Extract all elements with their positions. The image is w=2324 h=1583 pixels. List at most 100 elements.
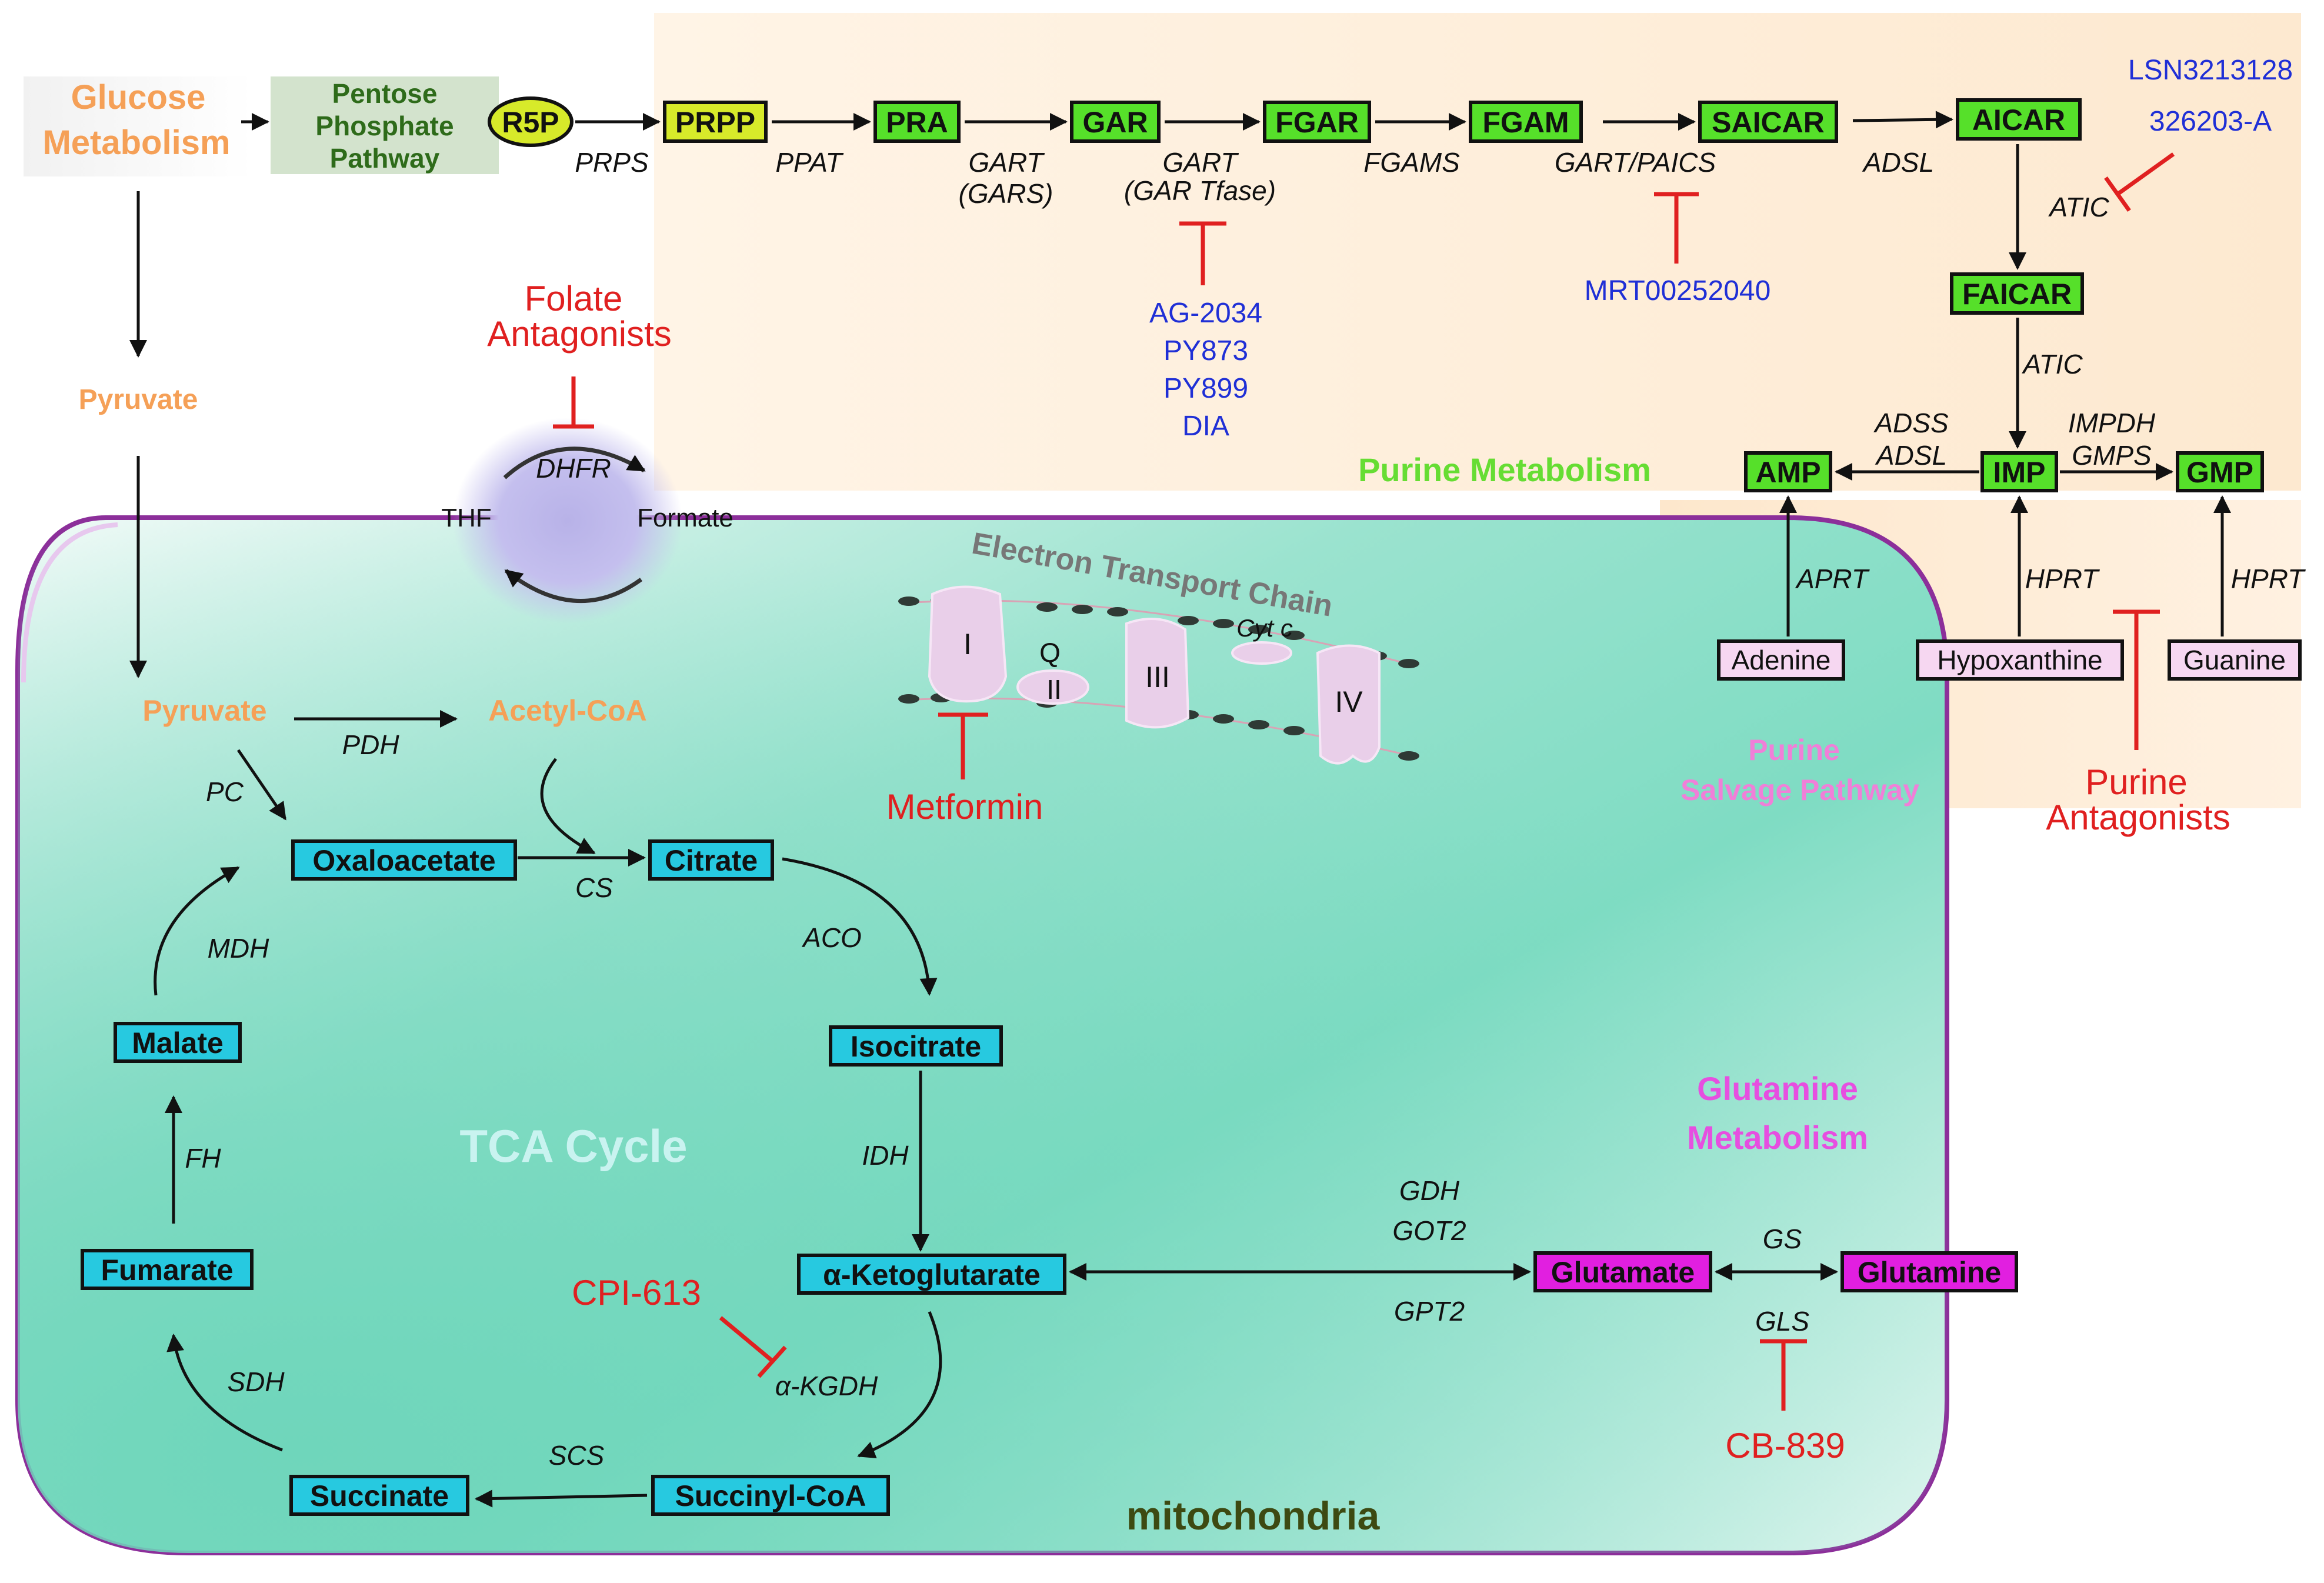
drug-326203-a: 326203-A: [2149, 106, 2272, 137]
amp-label: AMP: [1755, 456, 1820, 489]
complex-iv-shape: [1316, 644, 1381, 765]
q-label: Q: [1039, 637, 1061, 668]
salvage-label-line1: Purine: [1748, 734, 1840, 766]
cyt-c-label: Cyt c: [1236, 614, 1293, 642]
succinyl-coa-label: Succinyl-CoA: [675, 1479, 866, 1512]
idh-label: IDH: [862, 1140, 909, 1171]
malate-node: [114, 1022, 242, 1063]
gs-label: GS: [1763, 1224, 1802, 1254]
isocitrate-node: [829, 1025, 1003, 1067]
fumarate-label: Fumarate: [101, 1254, 233, 1287]
fh-label: FH: [185, 1143, 221, 1174]
gls-label: GLS: [1755, 1306, 1809, 1337]
impdh-label: IMPDH: [2068, 408, 2156, 438]
cpi-613-label: CPI-613: [572, 1273, 701, 1312]
malate-to-oaa-arrow: [154, 866, 240, 996]
complex-iv-label: IV: [1335, 685, 1363, 718]
purine-metabolism-label: Purine Metabolism: [1358, 451, 1651, 488]
gart-label-2: GART: [1163, 147, 1239, 178]
got2-label: GOT2: [1392, 1215, 1466, 1246]
thf-label: THF: [441, 504, 492, 532]
succinate-to-fumarate-arrow: [166, 1334, 283, 1452]
isocitrate-label: Isocitrate: [851, 1030, 981, 1063]
glutamine-metabolism-line1: Glutamine: [1697, 1070, 1858, 1107]
r5p-label: R5P: [502, 106, 559, 139]
drug-ag-2034: AG-2034: [1149, 298, 1262, 329]
atic-inhibition-line: [2116, 152, 2175, 196]
folate-cycle: DHFR THF Formate Folate Antagonists: [441, 279, 733, 624]
complex-i-label: I: [963, 628, 972, 661]
tca-cycle: TCA Cycle mitochondria Oxaloacetate Citr…: [81, 839, 1381, 1538]
drug-py899: PY899: [1163, 373, 1248, 404]
folate-arrow-bottom: [504, 569, 643, 604]
hprt-label-1: HPRT: [2025, 564, 2100, 594]
hprt-label-2: HPRT: [2231, 564, 2306, 594]
scs-label: SCS: [549, 1440, 605, 1471]
akgdh-label: α-KGDH: [775, 1371, 878, 1401]
adsl-label-2: ADSL: [1875, 440, 1947, 471]
atic-label-2: ATIC: [2021, 349, 2083, 379]
hypoxanthine-node: [1916, 639, 2124, 681]
guanine-node: [2168, 639, 2302, 681]
oxaloacetate-label: Oxaloacetate: [312, 844, 495, 877]
adsl-label: ADSL: [1862, 147, 1934, 178]
amp-node: [1744, 451, 1832, 492]
atic-inhibition-bar: [2104, 176, 2131, 212]
pc-label: PC: [206, 776, 244, 807]
gmps-label: GMPS: [2072, 440, 2152, 471]
metformin-label: Metformin: [886, 787, 1043, 827]
saicar-node: [1698, 101, 1838, 143]
pentose-line1: Pentose: [332, 78, 438, 109]
folate-arrow-top: [503, 446, 646, 479]
fgar-label: FGAR: [1275, 106, 1359, 139]
glucose-metabolism-line1: Glucose: [71, 78, 206, 116]
pra-label: PRA: [886, 106, 948, 139]
aicar-label: AICAR: [1972, 104, 2065, 136]
purine-metabolism-region: [654, 13, 2301, 491]
succinate-label: Succinate: [310, 1479, 449, 1512]
salvage-label-line2: Salvage Pathway: [1681, 774, 1919, 807]
complex-iii-shape: [1125, 618, 1190, 729]
pyruvate-mito: Pyruvate: [142, 694, 266, 727]
imp-node: [1980, 451, 2058, 492]
purine-antagonists-line1: Purine: [2085, 762, 2187, 802]
faicar-node: [1950, 272, 2084, 315]
prpp-label: PRPP: [675, 106, 755, 139]
pentose-line3: Pathway: [330, 143, 440, 174]
pentose-phosphate-box: [271, 76, 499, 174]
complex-ii-label: II: [1046, 674, 1062, 705]
glutamine-node: [1840, 1251, 2018, 1292]
gmp-node: [2176, 451, 2264, 492]
adenine-node: [1717, 639, 1845, 681]
glutamate-node: [1533, 1251, 1712, 1292]
folate-antagonists-line1: Folate: [525, 279, 623, 318]
adenine-label: Adenine: [1732, 645, 1831, 675]
cs-label: CS: [575, 872, 613, 903]
gars-label: (GARS): [959, 178, 1053, 209]
dhfr-label: DHFR: [536, 453, 611, 484]
drug-dia: DIA: [1182, 411, 1229, 442]
aco-label: ACO: [801, 922, 862, 953]
cyt-c-shape: [1231, 641, 1292, 665]
mitochondria-label: mitochondria: [1126, 1494, 1381, 1538]
drug-py873: PY873: [1163, 335, 1248, 366]
gar-node: [1070, 101, 1161, 143]
gmp-label: GMP: [2186, 456, 2253, 489]
gpt2-label: GPT2: [1394, 1296, 1465, 1327]
faicar-label: FAICAR: [1962, 278, 2072, 311]
oxaloacetate-node: [291, 839, 517, 881]
complex-iii-label: III: [1145, 661, 1170, 694]
fgams-label: FGAMS: [1363, 147, 1460, 178]
pra-node: [873, 101, 961, 143]
succinate-node: [289, 1475, 469, 1516]
gart-paics-label: GART/PAICS: [1555, 147, 1716, 178]
akg-node: [797, 1254, 1066, 1295]
gdh-label: GDH: [1399, 1175, 1460, 1206]
malate-label: Malate: [132, 1027, 224, 1059]
drug-mrt00252040: MRT00252040: [1585, 275, 1771, 306]
akg-to-succinyl-arrow: [857, 1311, 942, 1459]
formate-label: Formate: [637, 504, 733, 532]
succinyl-coa-node: [651, 1475, 890, 1516]
saicar-label: SAICAR: [1712, 106, 1825, 139]
